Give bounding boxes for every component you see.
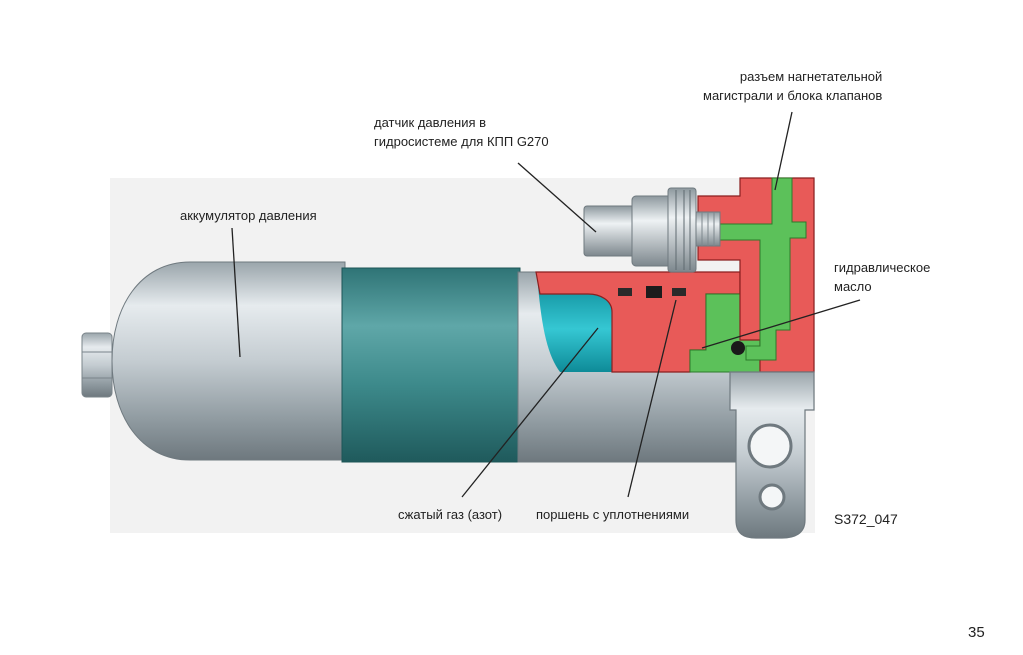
leader-accumulator — [231, 227, 241, 358]
piston-seals — [618, 286, 686, 298]
leader-connector — [774, 111, 793, 191]
leader-oil — [701, 299, 861, 349]
leader-gas — [461, 327, 599, 498]
end-nut — [81, 332, 113, 398]
check-ball — [731, 341, 745, 355]
label-pressure-sensor: датчик давления в гидросистеме для КПП G… — [374, 115, 549, 149]
pressure-sensor — [583, 187, 721, 273]
figure-code: S372_047 — [834, 511, 898, 527]
label-valve-block-connector: разъем нагнетательной магистрали и блока… — [703, 69, 883, 103]
label-piston: поршень с уплотнениями — [536, 507, 690, 522]
gas-chamber — [538, 286, 612, 372]
page-number: 35 — [968, 624, 985, 641]
leader-sensor — [517, 162, 597, 233]
label-accumulator: аккумулятор давления — [180, 208, 317, 223]
sleeve — [341, 267, 521, 463]
mounting-bracket — [729, 371, 815, 539]
label-hydraulic-oil: гидравлическое масло — [834, 260, 931, 294]
leader-lines — [231, 111, 861, 498]
accumulator-body — [111, 261, 346, 461]
label-compressed-gas: сжатый газ (азот) — [398, 507, 503, 522]
leader-piston — [627, 299, 677, 498]
